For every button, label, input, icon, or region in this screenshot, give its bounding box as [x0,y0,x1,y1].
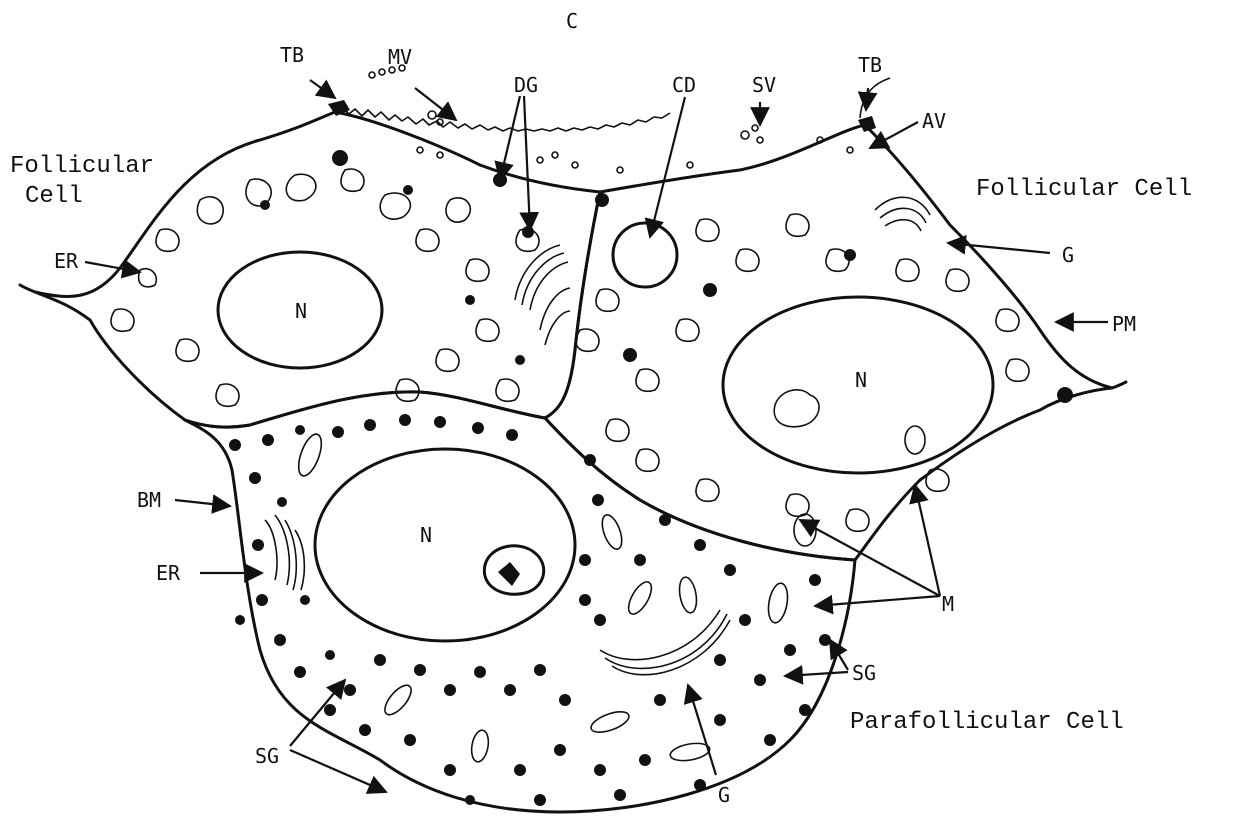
er-network-right [576,214,1029,531]
dense-granules [260,150,1073,403]
panel-letter: C [566,9,578,33]
label-pm: PM [1112,312,1136,336]
nucleolus-right [774,390,819,427]
label-n-right: N [855,368,867,392]
golgi-left [515,245,570,345]
label-er-left: ER [54,249,79,273]
label-tb-left: TB [280,43,304,67]
label-sg-left: SG [255,744,279,768]
label-av: AV [922,109,946,133]
label-g-right: G [1062,243,1074,267]
membrane-tail-left [20,285,35,292]
colloid-droplet [613,223,677,287]
nucleolus-parafollicular-chromatin [498,562,520,586]
golgi-right [875,197,930,231]
parafollicular-cell-label: Parafollicular Cell [850,709,1124,736]
label-dg: DG [514,73,538,97]
follicular-cell-left-label-2: Cell [25,183,83,210]
label-sg-right: SG [852,661,876,685]
label-g-parafollicular: G [718,783,730,807]
terminal-bar-right-stalk [860,78,890,118]
mitochondria [294,426,925,763]
pointer-arrows [85,80,1108,792]
label-bm: BM [137,488,161,512]
label-tb-right: TB [858,53,882,77]
label-er-parafollicular: ER [156,561,181,585]
label-sv: SV [752,73,776,97]
membrane-tail-right [1112,382,1126,388]
label-n-parafollicular: N [420,523,432,547]
er-network-left [111,169,539,406]
terminal-bar-right [858,116,876,132]
parafollicular-cell-outline [185,392,855,812]
label-cd: CD [672,73,696,97]
label-m: M [942,592,954,616]
microvilli-border [335,108,670,131]
label-n-left: N [295,299,307,323]
nucleus-parafollicular [315,449,575,641]
follicular-cell-left-label-1: Follicular [10,153,154,180]
follicular-cell-right-label: Follicular Cell [976,176,1192,203]
er-parafollicular [265,515,304,590]
golgi-parafollicular [600,610,730,675]
label-mv: MV [388,45,412,69]
